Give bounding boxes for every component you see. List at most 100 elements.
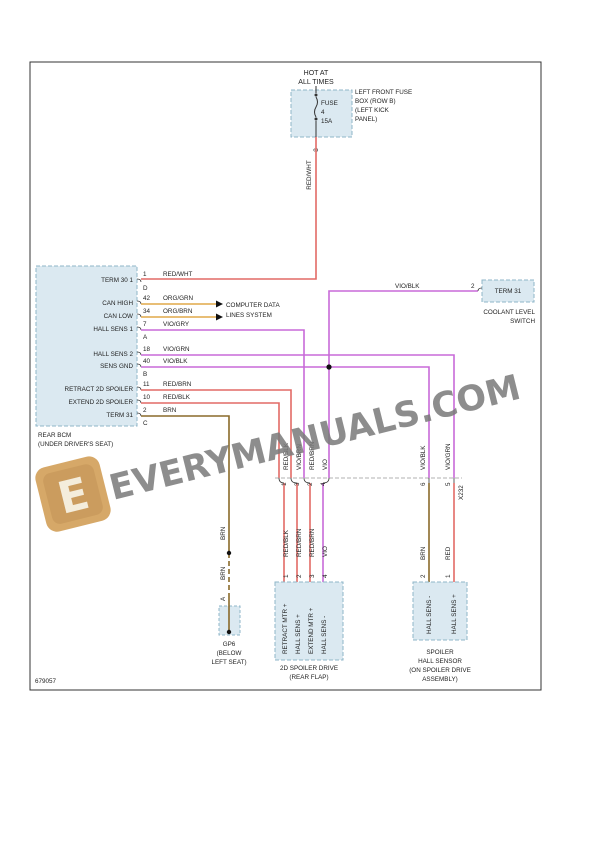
inline-pin-3: 3 xyxy=(294,482,301,486)
inline-pin-1: 1 xyxy=(281,482,288,486)
coolant-switch-box xyxy=(481,279,535,303)
hot-at-line-2: ALL TIMES xyxy=(298,79,334,86)
upper-wire-vio-grn: VIO/GRN xyxy=(445,443,452,470)
bcm-conn-d: D xyxy=(143,285,148,292)
bcm-pin-18: 18 xyxy=(143,346,151,353)
sensor-wire-brn: BRN xyxy=(420,546,427,560)
hot-at-line-1: HOT AT xyxy=(304,70,329,77)
ground-symbol-icon xyxy=(226,629,232,635)
bcm-label-extend: EXTEND 2D SPOILER xyxy=(69,399,134,406)
wire-red-brn xyxy=(141,389,292,478)
wire-red-blk xyxy=(141,402,280,478)
inline-pin-5: 5 xyxy=(445,482,452,486)
drive-label-extend: EXTEND MTR + xyxy=(308,607,315,654)
bcm-label-can-low: CAN LOW xyxy=(104,313,133,320)
coolant-pin: 2 xyxy=(471,283,475,290)
ground-name: GP6 xyxy=(223,641,236,648)
sensor-pin-2: 2 xyxy=(420,574,427,578)
wire-label-vio-blk: VIO/BLK xyxy=(163,358,188,365)
wire-label-org-grn: ORG/GRN xyxy=(163,295,194,302)
ground-pin-a: A xyxy=(220,596,227,601)
bcm-label-retract: RETRACT 2D SPOILER xyxy=(65,386,134,393)
bcm-conn-b: B xyxy=(143,371,147,378)
bcm-pin-2: 2 xyxy=(143,407,147,414)
fuse-box-label-1: LEFT FRONT FUSE xyxy=(355,89,412,96)
coolant-connector-tick xyxy=(477,287,483,292)
bcm-pin-1: 1 xyxy=(143,271,147,278)
sensor-pin-1: 1 xyxy=(445,574,452,578)
fuse-terminal-top xyxy=(314,93,318,97)
sensor-caption-3: (ON SPOILER DRIVE xyxy=(409,667,471,674)
bcm-label-sens-gnd: SENS GND xyxy=(100,363,133,370)
arrow-can-low xyxy=(216,313,223,321)
bcm-pin-7: 7 xyxy=(143,321,147,328)
sensor-label-minus: HALL SENS - xyxy=(426,596,433,634)
bcm-pin-10: 10 xyxy=(143,394,151,401)
splice-dot-ground xyxy=(226,550,232,556)
bcm-label-term31: TERM 31 xyxy=(106,412,133,419)
computer-data-label-2: LINES SYSTEM xyxy=(226,312,272,319)
fuse-rating: 15A xyxy=(321,118,333,125)
wire-vio-grn xyxy=(141,354,455,478)
coolant-caption-2: SWITCH xyxy=(510,318,535,325)
sensor-caption-2: HALL SENSOR xyxy=(418,658,462,665)
drive-pin-1: 1 xyxy=(283,574,290,578)
sensor-label-plus: HALL SENS + xyxy=(451,594,458,634)
bcm-pin-34: 34 xyxy=(143,308,151,315)
drive-caption-1: 2D SPOILER DRIVE xyxy=(280,665,338,672)
bcm-connector-ticks xyxy=(136,278,142,417)
figure-id: 679057 xyxy=(35,678,57,685)
wire-vio-gry xyxy=(141,329,305,478)
sensor-caption-1: SPOILER xyxy=(426,649,454,656)
drive-pin-2: 2 xyxy=(296,574,303,578)
wire-label-brn: BRN xyxy=(163,407,177,414)
ground-wire-label-2: BRN xyxy=(220,566,227,580)
wire-label-red-wht: RED/WHT xyxy=(163,271,193,278)
arrow-can-high xyxy=(216,300,223,308)
wire-brn-ground xyxy=(141,415,230,553)
inline-pin-4: 4 xyxy=(320,482,327,486)
splice-dot-sens-gnd xyxy=(326,364,332,370)
drive-wire-vio: VIO xyxy=(322,546,329,557)
fuse-label: FUSE xyxy=(321,100,338,107)
upper-wire-vio-brn: VIO/BRN xyxy=(296,444,303,470)
bcm-pin-42: 42 xyxy=(143,295,151,302)
drive-label-hall-plus: HALL SENS + xyxy=(295,614,302,654)
wire-label-vio-grn: VIO/GRN xyxy=(163,346,190,353)
ground-caption-2: LEFT SEAT) xyxy=(211,659,246,666)
upper-wire-vio-blk: VIO/BLK xyxy=(420,445,427,470)
drive-label-hall-minus: HALL SENS - xyxy=(321,616,328,654)
connector-code: X232 xyxy=(458,485,465,500)
drive-wire-red-brn-1: RED/BRN xyxy=(296,528,303,557)
wire-label-org-brn: ORG/BRN xyxy=(163,308,193,315)
fuse-terminal-bottom xyxy=(314,117,318,121)
spoiler-drive-box xyxy=(274,581,344,661)
drive-pin-4: 4 xyxy=(322,574,329,578)
bcm-caption-1: REAR BCM xyxy=(38,432,71,439)
wire-label-red-brn: RED/BRN xyxy=(163,381,192,388)
wires xyxy=(141,137,478,598)
inline-pin-6: 6 xyxy=(420,482,427,486)
wire-label-vio-gry: VIO/GRY xyxy=(163,321,190,328)
rear-bcm-box xyxy=(35,265,138,427)
bcm-pin-11: 11 xyxy=(143,381,150,388)
fuse-box-label-3: (LEFT KICK xyxy=(355,107,390,114)
bcm-label-hall-sens1: HALL SENS 1 xyxy=(93,326,133,333)
inline-connector-ticks xyxy=(278,477,455,484)
bcm-conn-a: A xyxy=(143,334,148,341)
upper-wire-red-brn: RED/BRN xyxy=(309,441,316,470)
coolant-wire-label: VIO/BLK xyxy=(395,283,420,290)
computer-data-label-1: COMPUTER DATA xyxy=(226,302,280,309)
bcm-label-term30: TERM 30 1 xyxy=(101,277,133,284)
drive-wire-red-blk: RED/BLK xyxy=(283,529,290,557)
wire-coolant-vio-blk xyxy=(328,290,478,478)
fuse-wire-label: RED/WHT xyxy=(306,160,313,190)
ground-caption-1: (BELOW xyxy=(217,650,242,657)
upper-wire-red-blk: RED/BLK xyxy=(283,442,290,470)
bcm-conn-c: C xyxy=(143,420,148,427)
fuse-number: 4 xyxy=(321,109,325,116)
bcm-caption-2: (UNDER DRIVER'S SEAT) xyxy=(38,441,113,448)
watermark-logo-inner xyxy=(43,464,103,524)
fuse-box-label-4: PANEL) xyxy=(355,116,377,123)
